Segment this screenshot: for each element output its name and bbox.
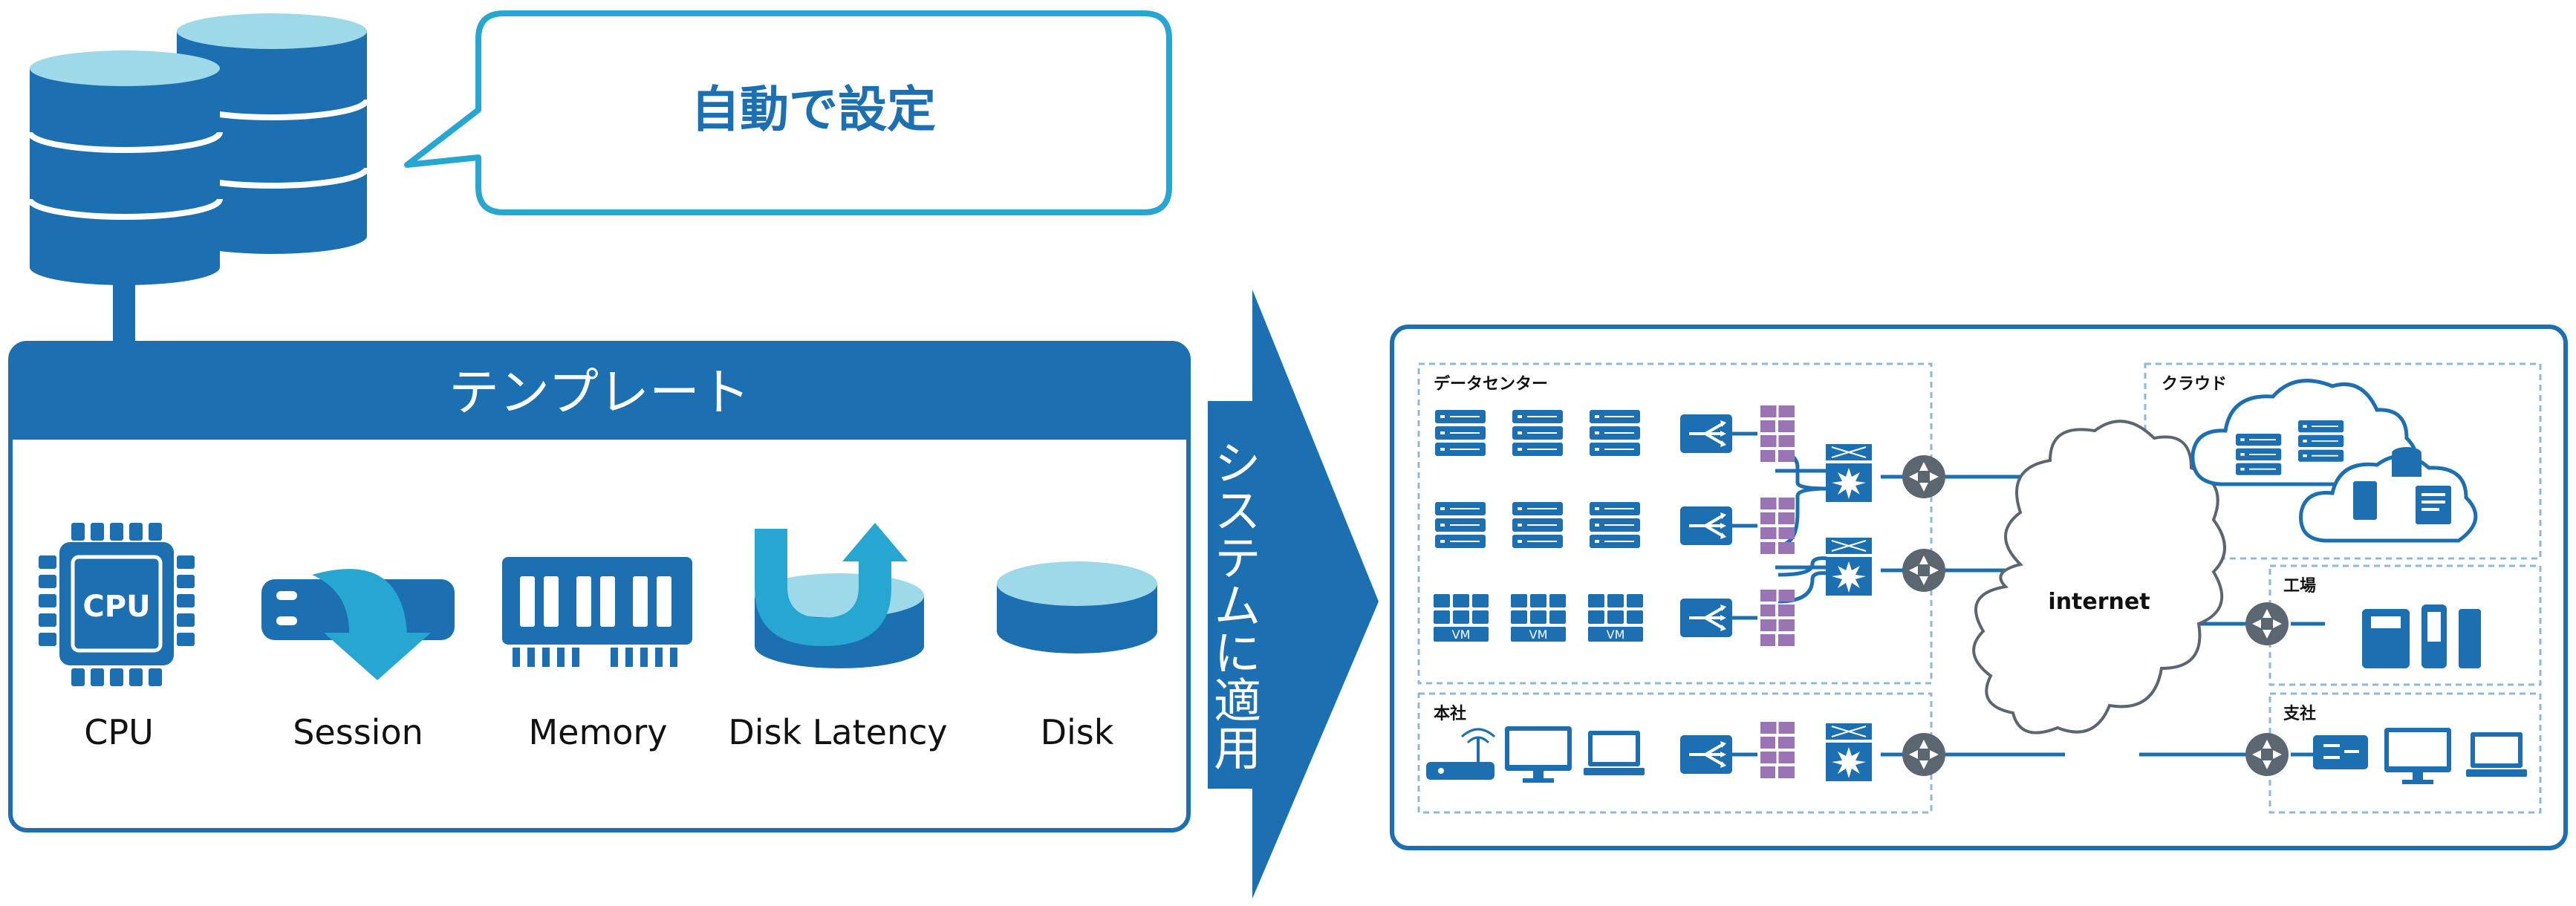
network-panel: データセンター 本社 クラウド 工場 支社: [1390, 325, 2568, 850]
apply-arrow: システムに適用: [1206, 290, 1379, 899]
factory-label: 工場: [2283, 577, 2316, 596]
callout-text: 自動で設定: [691, 81, 936, 138]
cloud-icon: [2190, 379, 2478, 543]
template-item-disk-latency: Disk Latency: [728, 712, 947, 752]
honsha-devices: [1426, 726, 1645, 783]
vm-label: VM: [1529, 628, 1548, 642]
branch-devices: [2313, 728, 2527, 784]
branch-label: 支社: [2283, 704, 2316, 723]
disk-latency-icon: [755, 523, 924, 668]
cpu-icon: CPU: [39, 523, 195, 686]
template-item-session: Session: [293, 712, 423, 752]
disk-icon: [997, 561, 1157, 654]
template-panel: テンプレート: [8, 341, 1191, 832]
vm-labels: VM VM VM: [1452, 628, 1625, 642]
database-icon: [27, 13, 370, 343]
session-icon: [261, 569, 455, 680]
template-item-cpu: CPU: [84, 712, 154, 752]
device-icon: [2459, 609, 2481, 668]
internet-cloud-icon: internet: [1972, 420, 2226, 734]
cloud-label: クラウド: [2162, 375, 2227, 394]
datacenter-label: データセンター: [1434, 374, 1548, 394]
factory-devices: [2362, 604, 2481, 668]
template-item-disk: Disk: [1041, 712, 1114, 752]
wifi-router-icon: [1426, 762, 1494, 780]
memory-icon: [502, 557, 692, 667]
template-title: テンプレート: [449, 364, 750, 423]
vm-label: VM: [1452, 628, 1471, 642]
datacenter-servers: [1434, 409, 1643, 642]
vm-label: VM: [1607, 628, 1625, 642]
laptop-icon: [1584, 731, 1645, 775]
branch-switch-icon: [2313, 735, 2368, 769]
internet-label: internet: [2048, 589, 2150, 615]
laptop-icon: [2466, 732, 2527, 777]
speech-bubble: 自動で設定: [404, 10, 1172, 215]
apply-arrow-text: システムに適用: [1206, 438, 1261, 771]
template-item-memory: Memory: [528, 712, 667, 752]
honsha-label: 本社: [1434, 704, 1466, 723]
cpu-chip-label: CPU: [82, 590, 150, 624]
